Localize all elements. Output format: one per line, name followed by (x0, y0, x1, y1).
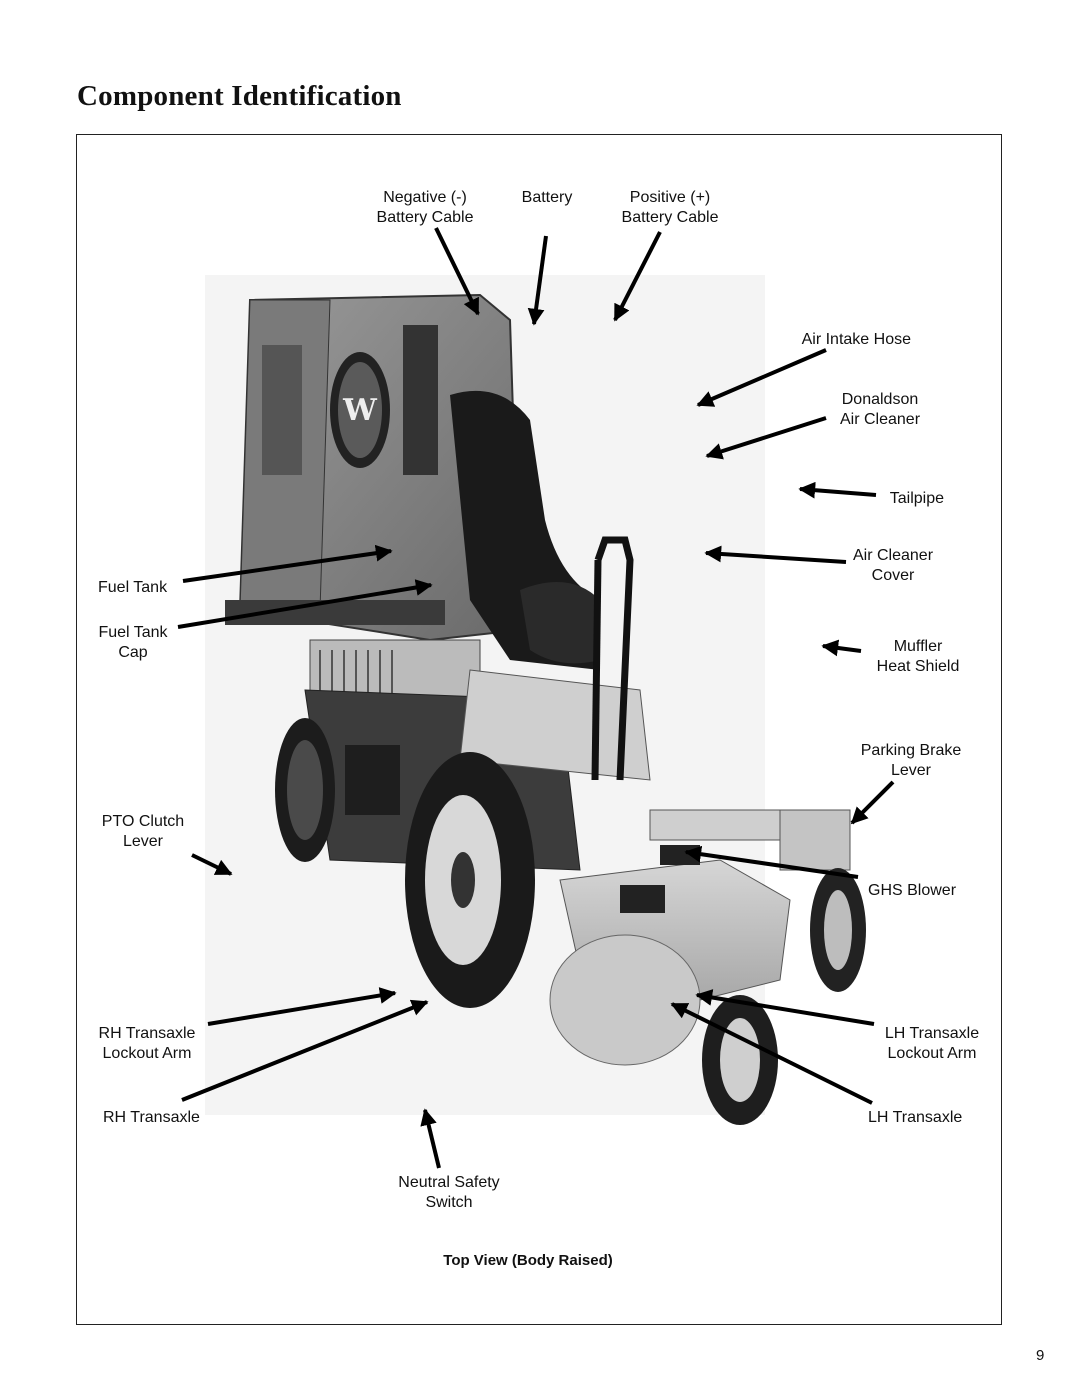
label-tailpipe: Tailpipe (860, 489, 944, 509)
label-line: Cap (118, 643, 148, 661)
label-line: Fuel Tank (98, 624, 168, 641)
label-line: Fuel Tank (98, 579, 168, 596)
label-line: Lever (890, 761, 932, 779)
label-line: Air Cleaner (852, 547, 934, 564)
label-line: Battery (521, 189, 573, 206)
label-line: Tailpipe (889, 490, 944, 507)
label-line: PTO Clutch (101, 813, 185, 830)
svg-text:W: W (342, 393, 378, 428)
control-levers (591, 536, 634, 781)
operator-seat (450, 390, 600, 670)
figure-caption: Top View (Body Raised) (443, 1252, 613, 1269)
mower-deck (549, 845, 791, 1066)
label-line: RH Transaxle (98, 1025, 196, 1042)
label-line: Donaldson (841, 391, 919, 408)
label-line: Cover (871, 566, 915, 584)
label-line: Muffler (893, 638, 943, 655)
label-muffler-heat-shield: Muffler Heat Shield (862, 637, 974, 676)
label-line: Parking Brake (860, 742, 962, 759)
label-air-cleaner-cover: Air Cleaner Cover (840, 546, 946, 585)
label-lh-transaxle: LH Transaxle (868, 1108, 962, 1128)
page-number: 9 (1036, 1347, 1045, 1364)
label-line: Battery Cable (621, 208, 719, 226)
label-line: Air Cleaner (839, 410, 921, 428)
label-line: GHS Blower (868, 882, 957, 899)
label-battery: Battery (510, 188, 584, 208)
front-caster-right (649, 809, 866, 992)
page-title: Component Identification (77, 80, 402, 112)
label-line: LH Transaxle (868, 1109, 963, 1126)
label-line: Lever (122, 832, 164, 850)
label-ghs-blower: GHS Blower (868, 881, 956, 901)
hopper-body: W (225, 293, 522, 642)
label-neutral-safety-switch: Neutral Safety Switch (384, 1173, 514, 1212)
label-lh-transaxle-lockout-arm: LH Transaxle Lockout Arm (872, 1024, 992, 1063)
label-positive-battery-cable: Positive (+) Battery Cable (600, 188, 740, 227)
label-line: Battery Cable (376, 208, 474, 226)
front-caster-left (702, 995, 778, 1125)
label-fuel-tank-cap: Fuel Tank Cap (88, 623, 178, 662)
label-line: Heat Shield (876, 657, 960, 675)
label-donaldson-air-cleaner: Donaldson Air Cleaner (820, 390, 940, 429)
label-line: Air Intake Hose (801, 331, 911, 348)
label-line: Lockout Arm (887, 1044, 977, 1062)
label-air-intake-hose: Air Intake Hose (760, 330, 911, 350)
label-rh-transaxle: RH Transaxle (103, 1108, 200, 1128)
label-line: Neutral Safety (398, 1174, 500, 1191)
label-parking-brake-lever: Parking Brake Lever (846, 741, 976, 780)
label-line: LH Transaxle (884, 1025, 980, 1042)
label-line: Lockout Arm (102, 1044, 192, 1062)
label-line: Positive (+) (629, 189, 711, 206)
figure-frame (76, 134, 1002, 1325)
rear-wheel-left (275, 718, 335, 862)
callout-arrows (177, 227, 895, 1169)
label-line: Switch (425, 1193, 473, 1211)
label-line: RH Transaxle (103, 1109, 200, 1126)
label-fuel-tank: Fuel Tank (98, 578, 167, 598)
label-negative-battery-cable: Negative (-) Battery Cable (354, 188, 496, 227)
label-line: Negative (-) (383, 189, 467, 206)
label-pto-clutch-lever: PTO Clutch Lever (90, 812, 196, 851)
label-rh-transaxle-lockout-arm: RH Transaxle Lockout Arm (88, 1024, 206, 1063)
rear-wheel-right (405, 752, 535, 1008)
